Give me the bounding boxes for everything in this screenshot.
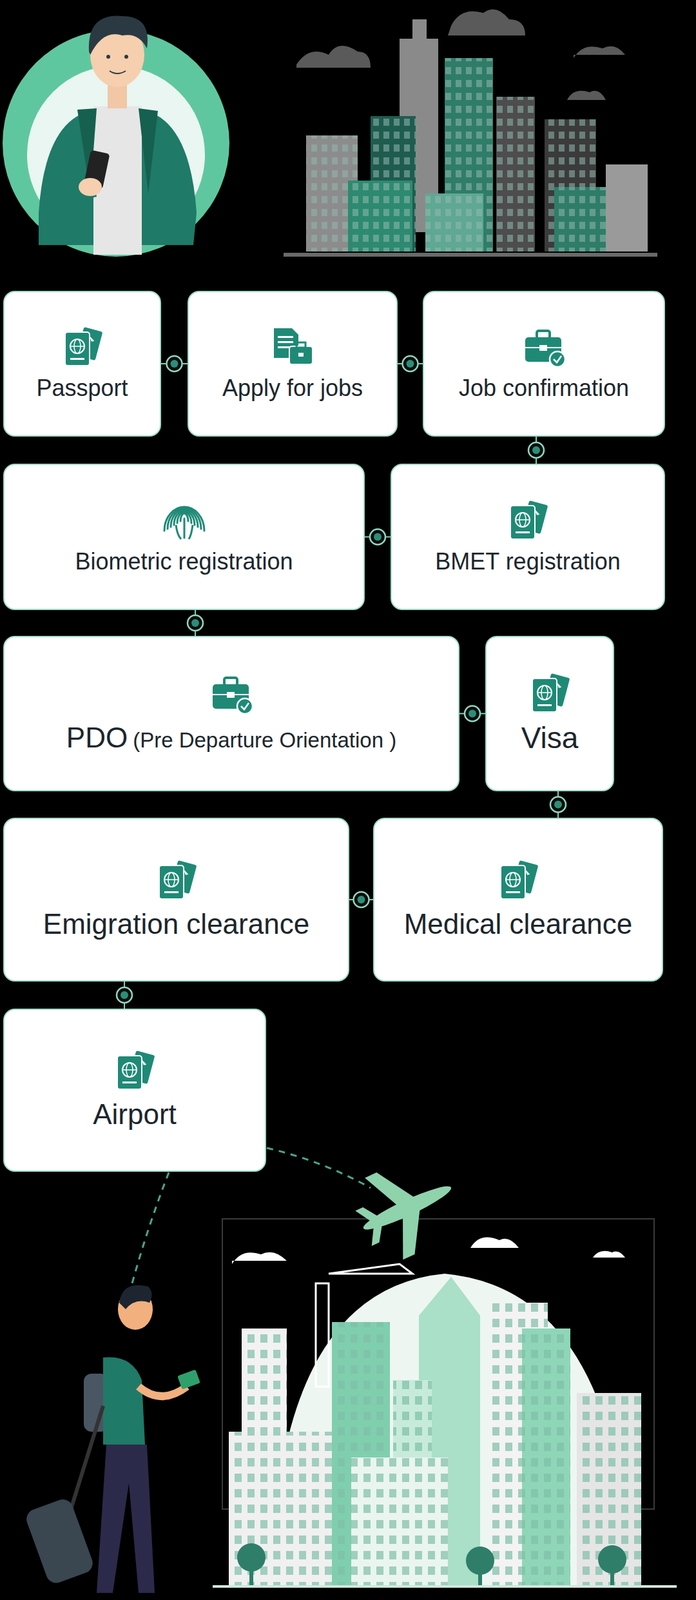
text-row: BMET registration [435,547,620,575]
step-label: Emigration clearance [43,907,310,941]
destination-city [212,1218,677,1587]
text-row: Job confirmation [458,374,629,401]
connector-dot-core [191,618,200,627]
step-box: Airport [3,1007,267,1171]
step-label: (Pre Departure Orientation ) [132,727,397,753]
connector-dot [528,442,544,458]
traveller [23,1284,201,1592]
person-portrait [2,16,230,257]
text-row: Airport [92,1097,177,1131]
text-row: Passport [36,374,128,401]
connector-dot-core [468,709,477,718]
connector-group [528,436,544,464]
text-row: Visa [521,720,579,755]
connector-dot [369,529,386,545]
connector-group [187,609,203,636]
step-icon [59,325,106,368]
step-box: Passport [3,290,162,437]
step-box: Apply for jobs [187,290,398,437]
step-icon [154,858,200,901]
connector-dot-core [357,895,366,903]
step-box: Biometric registration [3,463,365,610]
connector-dot [116,986,133,1003]
connector-group [116,980,133,1008]
step-label: Medical clearance [404,907,633,941]
connector-dot-core [170,359,179,368]
step-icon [270,325,316,368]
text-row: Emigration clearance [43,907,310,941]
step-icon [521,325,567,368]
step-label: PDO [66,721,128,754]
step-icon [208,672,254,715]
airplane [344,1145,470,1269]
step-label: Passport [36,374,128,401]
step-label: Apply for jobs [222,374,363,401]
connector-dot [464,705,481,722]
dashed-path [266,1147,371,1188]
step-icon [495,858,541,901]
step-box: Job confirmation [422,290,666,437]
connector-group [550,790,566,818]
step-label: Job confirmation [458,374,629,401]
step-box: PDO(Pre Departure Orientation ) [3,635,460,791]
step-icon [161,498,207,542]
connector-group [459,705,486,722]
connector-dot [166,355,183,372]
step-box: BMET registration [390,463,666,610]
connector-dot-core [406,359,415,368]
step-label: Visa [521,720,579,755]
connector-dot-core [532,445,541,454]
text-row: Medical clearance [404,907,633,941]
connector-dot [187,614,203,631]
connector-dot-core [373,532,382,541]
step-icon [527,671,573,715]
connector-group [161,355,188,372]
connector-dot-core [120,990,129,999]
step-label: Airport [92,1097,177,1131]
step-icon [112,1048,158,1092]
step-box: Visa [485,635,615,791]
connector-group [349,891,374,907]
dashed-path [132,1171,169,1283]
connector-group [397,355,423,372]
connector-group [364,529,391,545]
text-row: Apply for jobs [222,374,363,401]
step-label: BMET registration [435,547,620,575]
connector-dot-core [554,800,562,809]
step-icon [505,498,551,542]
step-box: Emigration clearance [3,817,350,981]
connector-dot [550,796,566,812]
step-box: Medical clearance [373,817,664,981]
city-skyline [283,9,658,257]
step-label: Biometric registration [74,547,293,575]
text-row: PDO(Pre Departure Orientation ) [66,721,397,754]
connector-dot [402,355,419,372]
connector-dot [353,891,370,907]
text-row: Biometric registration [74,547,293,575]
